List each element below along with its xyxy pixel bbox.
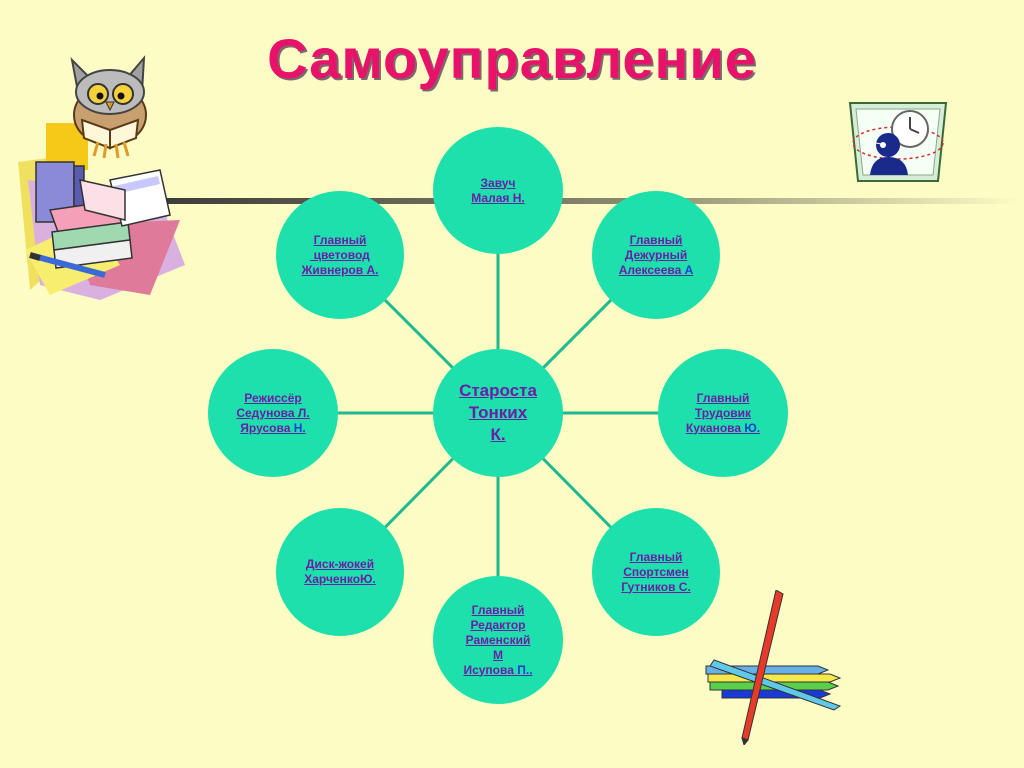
node-top-left-line-3: Живнеров А. bbox=[301, 262, 379, 277]
node-top-right-line-3: Алексеева А bbox=[618, 262, 694, 277]
node-left-line-2: Седунова Л. bbox=[236, 405, 310, 420]
node-top-left-line-1: Главный bbox=[313, 232, 367, 247]
node-right-line-1: Главный bbox=[696, 390, 750, 405]
node-bottom-right[interactable]: Главный Спортсмен Гутников С. bbox=[592, 508, 720, 636]
node-right-line-3: Куканова Ю. bbox=[685, 420, 761, 435]
node-center[interactable]: Староста Тонких К. bbox=[433, 349, 563, 477]
center-line-3: К. bbox=[490, 425, 506, 444]
node-bottom-right-line-3: Гутников С. bbox=[621, 579, 691, 594]
node-top-line-1: Завуч bbox=[480, 175, 516, 190]
divider-line bbox=[150, 198, 1020, 204]
node-left[interactable]: Режиссёр Седунова Л. Ярусова Н. bbox=[208, 349, 338, 477]
node-bottom-right-line-1: Главный bbox=[629, 549, 683, 564]
pencils-icon bbox=[705, 590, 842, 745]
node-bottom-line-1: Главный bbox=[471, 602, 525, 617]
node-left-line-3: Ярусова Н. bbox=[240, 420, 306, 435]
node-left-line-1: Режиссёр bbox=[244, 390, 302, 405]
node-top-right[interactable]: Главный Дежурный Алексеева А bbox=[592, 191, 720, 319]
node-bottom-right-line-2: Спортсмен bbox=[623, 564, 689, 579]
node-bottom-left[interactable]: Диск-жокей ХарченкоЮ. bbox=[276, 508, 404, 636]
node-bottom[interactable]: Главный Редактор Раменский М Исупова П.. bbox=[433, 576, 563, 704]
node-bottom-left-line-2: ХарченкоЮ. bbox=[304, 572, 376, 586]
node-top-left-line-2: цветовод bbox=[310, 247, 370, 262]
page-title: Самоуправление bbox=[267, 27, 757, 90]
node-top-right-line-2: Дежурный bbox=[624, 247, 688, 262]
node-bottom-line-4: М bbox=[492, 647, 503, 662]
node-right[interactable]: Главный Трудовик Куканова Ю. bbox=[658, 349, 788, 477]
node-bottom-line-3: Раменский bbox=[465, 632, 531, 647]
node-top-left[interactable]: Главный цветовод Живнеров А. bbox=[276, 191, 404, 319]
center-line-1: Староста bbox=[459, 381, 537, 400]
node-bottom-left-line-1: Диск-жокей bbox=[305, 557, 375, 571]
node-top[interactable]: Завуч Малая Н. bbox=[433, 127, 563, 254]
node-top-right-line-1: Главный bbox=[629, 232, 683, 247]
center-line-2: Тонких bbox=[468, 403, 528, 422]
node-right-line-2: Трудовик bbox=[694, 405, 752, 420]
owl-reading-books-icon bbox=[18, 55, 185, 300]
node-top-line-2: Малая Н. bbox=[471, 190, 525, 205]
clock-face-person-icon bbox=[848, 102, 948, 182]
node-bottom-line-5: Исупова П.. bbox=[463, 662, 533, 677]
node-bottom-line-2: Редактор bbox=[470, 617, 526, 632]
